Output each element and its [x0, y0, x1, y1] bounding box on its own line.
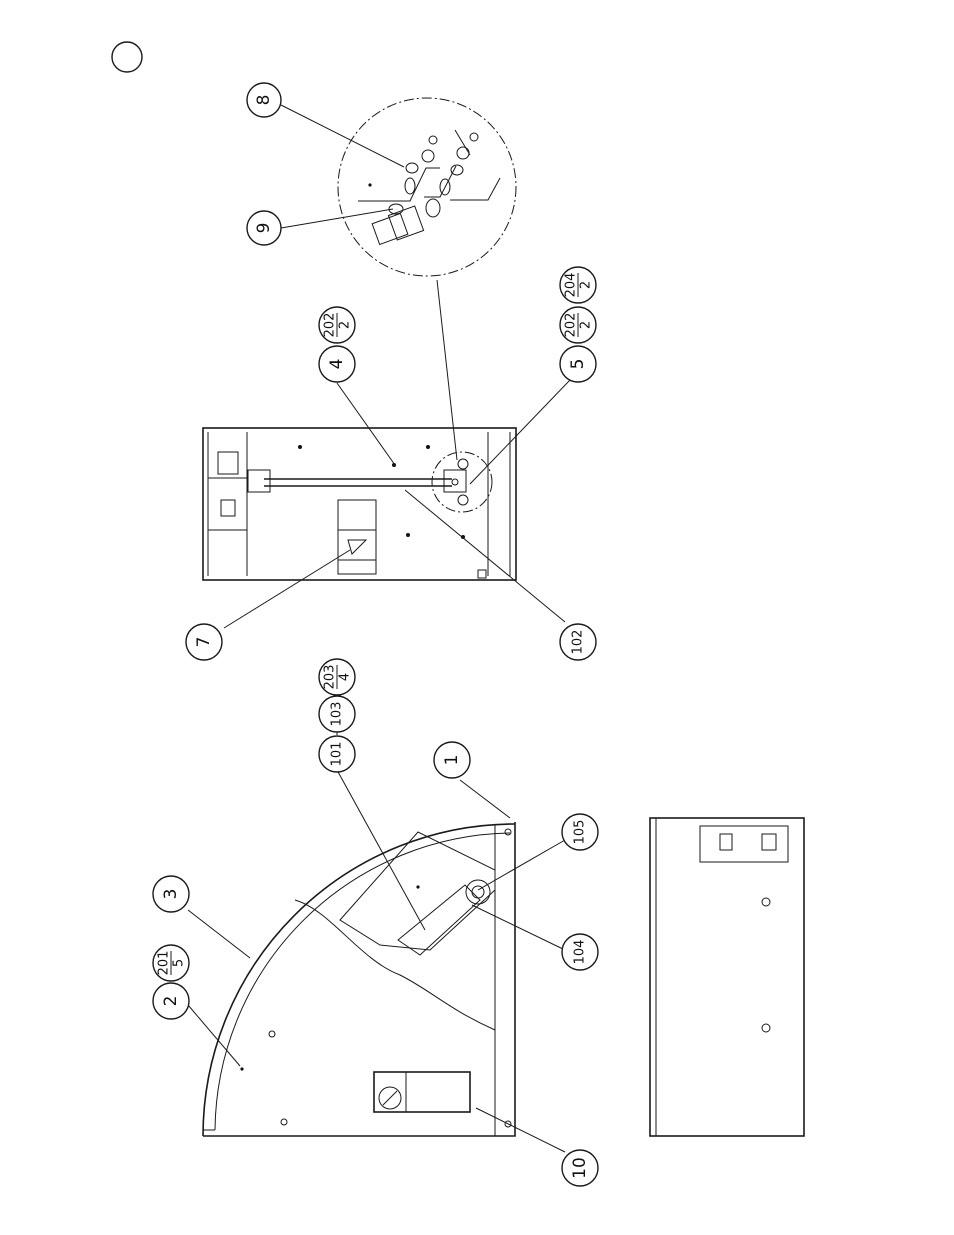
leader-lines [171, 105, 578, 1152]
svg-text:8: 8 [254, 95, 274, 106]
side-view [203, 822, 515, 1136]
callout-5: 5 [560, 346, 596, 382]
svg-text:105: 105 [573, 820, 588, 845]
callout-102: 102 [560, 624, 596, 660]
qty-bubble-203: 203 4 [319, 659, 355, 695]
svg-text:101: 101 [330, 742, 345, 767]
svg-text:201: 201 [157, 951, 172, 976]
svg-text:1: 1 [442, 755, 462, 766]
rear-panel-view [650, 818, 804, 1136]
svg-text:5: 5 [172, 959, 187, 967]
svg-text:5: 5 [568, 359, 588, 370]
detail-circle-small [432, 452, 492, 512]
svg-text:102: 102 [571, 630, 586, 655]
switch-plate [374, 1072, 470, 1112]
reference-circle [112, 42, 142, 72]
callout-2: 2 [153, 983, 189, 1019]
callout-4: 4 [319, 346, 355, 382]
top-panel-view [203, 428, 516, 580]
svg-text:104: 104 [573, 940, 588, 965]
qty-bubble-202-b: 202 2 [560, 307, 596, 343]
callout-105: 105 [562, 814, 598, 850]
callout-10: 10 [562, 1150, 598, 1186]
callout-1: 1 [434, 742, 470, 778]
svg-text:2: 2 [579, 281, 594, 289]
qty-bubble-202-a: 202 2 [319, 307, 355, 343]
callout-8: 8 [247, 83, 281, 117]
svg-text:7: 7 [194, 637, 214, 648]
svg-text:4: 4 [338, 673, 353, 681]
svg-text:202: 202 [323, 313, 338, 338]
svg-text:2: 2 [338, 321, 353, 329]
callout-9: 9 [247, 211, 281, 245]
qty-bubble-201: 201 5 [153, 945, 189, 981]
svg-text:202: 202 [564, 313, 579, 338]
callout-3: 3 [153, 876, 189, 912]
svg-text:103: 103 [330, 702, 345, 727]
svg-text:10: 10 [570, 1157, 590, 1179]
warning-label [338, 500, 376, 574]
svg-text:3: 3 [161, 889, 181, 900]
svg-text:2: 2 [579, 321, 594, 329]
svg-text:203: 203 [323, 665, 338, 690]
callout-103: 103 [319, 696, 355, 732]
callout-7: 7 [186, 624, 222, 660]
hinge-detail-view [338, 98, 516, 276]
svg-text:4: 4 [327, 359, 347, 370]
svg-text:204: 204 [564, 273, 579, 298]
qty-bubble-204: 204 2 [560, 267, 596, 303]
callout-101: 101 [319, 736, 355, 772]
callout-104: 104 [562, 934, 598, 970]
svg-text:9: 9 [254, 223, 274, 234]
svg-text:2: 2 [161, 996, 181, 1007]
